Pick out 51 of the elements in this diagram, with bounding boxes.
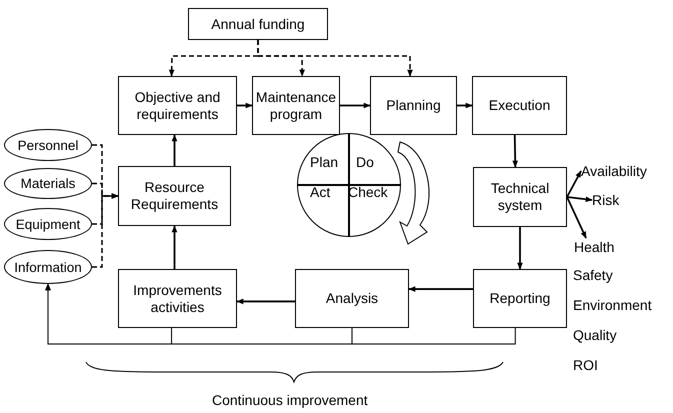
- feedback-arrow: [236, 298, 295, 304]
- quadrant-label: Do: [356, 154, 374, 171]
- box-label: Analysis: [326, 290, 378, 307]
- box-label: Resource Requirements: [130, 179, 220, 213]
- box-label: Annual funding: [211, 16, 305, 32]
- process-box: [473, 269, 567, 328]
- feedback-arrow: [172, 134, 178, 166]
- box-label: Execution: [488, 97, 550, 114]
- outcome-label: Health: [574, 238, 614, 256]
- process-box: [473, 167, 567, 227]
- box-label: Equipment: [16, 216, 80, 232]
- feedback-arrow: [566, 196, 587, 239]
- process-box: [252, 76, 340, 135]
- box-label: Improvements activities: [132, 282, 223, 316]
- box-label: Materials: [20, 175, 76, 192]
- box-label: Reporting: [490, 290, 550, 307]
- feedback-arrow: [408, 286, 473, 292]
- feedback-arrow: [566, 196, 593, 202]
- pdca-circle: [297, 133, 401, 237]
- process-box: [370, 76, 457, 135]
- outcome-label: Risk: [592, 192, 620, 208]
- process-box: [472, 76, 567, 135]
- box-label: Maintenance program: [254, 88, 338, 122]
- outcome-label: ROI: [573, 357, 598, 373]
- quadrant-label: Act: [310, 184, 330, 201]
- feedback-arrow: [517, 227, 523, 270]
- outcome-label: Availability: [581, 162, 647, 180]
- box-label: Objective and requirements: [134, 88, 222, 122]
- feedback-arrow: [45, 283, 172, 344]
- feedback-arrow: [566, 170, 582, 198]
- box-label: Personnel: [18, 136, 78, 154]
- outcome-label: Safety: [573, 267, 613, 283]
- feedback-arrow: [172, 225, 178, 269]
- feedback-arrow: [237, 102, 253, 108]
- box-label: Planning: [386, 97, 441, 114]
- box-label: Information: [14, 258, 82, 276]
- outcome-label: Quality: [573, 327, 617, 343]
- dashed-arrow: [257, 40, 413, 77]
- box-label: Technical system: [490, 180, 550, 214]
- outcome-label: Environment: [573, 297, 652, 313]
- process-box: [118, 269, 237, 328]
- dashed-arrow: [92, 193, 119, 268]
- process-box: [188, 8, 328, 40]
- process-box: [295, 269, 409, 328]
- quadrant-label: Plan: [310, 154, 338, 171]
- brace-label: Continuous improvement: [212, 392, 368, 408]
- process-box: [118, 166, 231, 226]
- process-box: [118, 76, 237, 135]
- feedback-arrow: [340, 102, 371, 108]
- feedback-arrow: [512, 134, 518, 168]
- feedback-arrow: [457, 102, 473, 108]
